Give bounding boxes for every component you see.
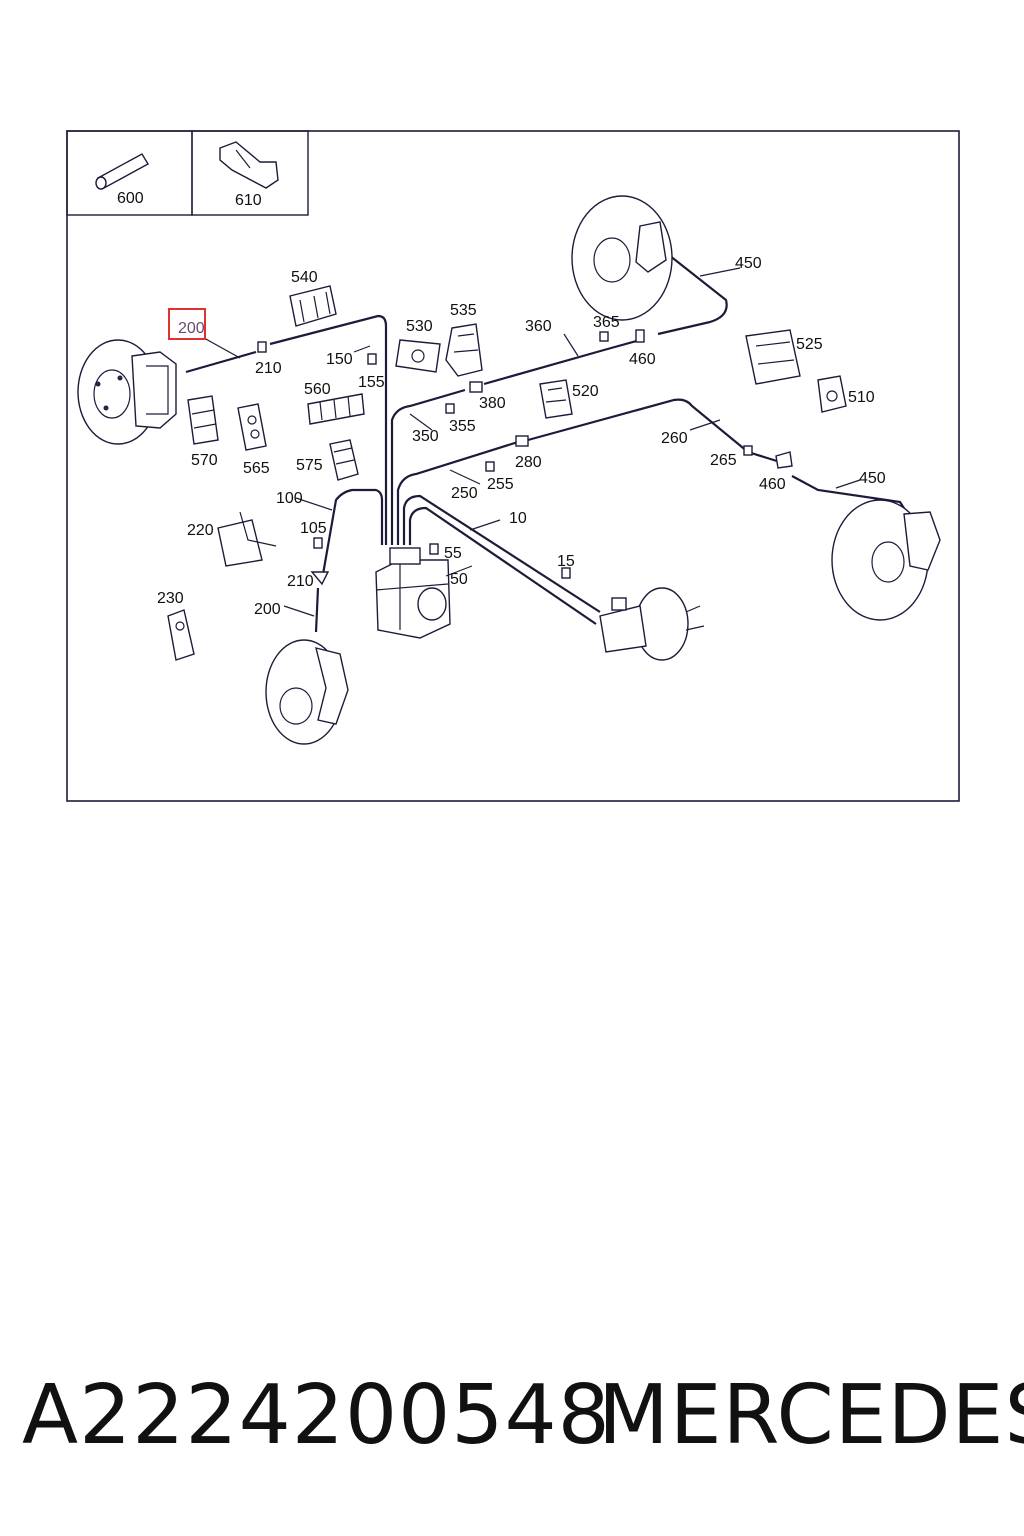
callout-105[interactable]: 105	[300, 520, 327, 537]
callout-460-upper[interactable]: 460	[629, 351, 656, 368]
fittings	[257, 329, 793, 586]
callout-250[interactable]: 250	[451, 485, 478, 502]
callout-210-lower[interactable]: 210	[287, 573, 314, 590]
callout-210[interactable]: 210	[255, 360, 282, 377]
right-rear-brake-disc-lower[interactable]	[831, 499, 941, 621]
right-rear-brake-disc-upper[interactable]	[571, 195, 673, 321]
left-brake-disc-lower[interactable]	[265, 639, 349, 745]
callout-525[interactable]: 525	[796, 336, 823, 353]
holder-535[interactable]	[445, 323, 483, 377]
callout-565[interactable]: 565	[243, 460, 270, 477]
diagram-frame	[66, 130, 960, 802]
callout-50[interactable]: 50	[450, 571, 468, 588]
callout-520[interactable]: 520	[572, 383, 599, 400]
brake-booster-master-cylinder[interactable]	[599, 587, 705, 661]
clip-570[interactable]	[187, 395, 219, 445]
callout-365[interactable]: 365	[593, 314, 620, 331]
holder-520[interactable]	[539, 379, 573, 419]
leader-lines	[203, 267, 861, 617]
holder-510[interactable]	[817, 375, 847, 413]
clip-560[interactable]	[307, 393, 365, 425]
callout-510[interactable]: 510	[848, 389, 875, 406]
sleeve-icon	[95, 153, 149, 190]
clip-icon	[219, 141, 279, 189]
callout-200-highlighted[interactable]: 200	[178, 320, 205, 337]
callout-570[interactable]: 570	[191, 452, 218, 469]
holder-540[interactable]	[289, 285, 337, 327]
callout-200-lower[interactable]: 200	[254, 601, 281, 618]
clip-565[interactable]	[237, 403, 267, 451]
callout-230[interactable]: 230	[157, 590, 184, 607]
callout-155[interactable]: 155	[358, 374, 385, 391]
callout-380[interactable]: 380	[479, 395, 506, 412]
cover-230[interactable]	[167, 609, 195, 661]
callout-460-lower[interactable]: 460	[759, 476, 786, 493]
highlight-box[interactable]	[168, 308, 206, 340]
callout-450-upper[interactable]: 450	[735, 255, 762, 272]
bracket-220[interactable]	[217, 511, 277, 567]
abs-hydraulic-unit[interactable]	[375, 547, 451, 639]
left-front-brake-disc[interactable]	[77, 339, 177, 445]
callout-55[interactable]: 55	[444, 545, 462, 562]
callout-100[interactable]: 100	[276, 490, 303, 507]
callout-530[interactable]: 530	[406, 318, 433, 335]
inset-label-610: 610	[235, 192, 262, 209]
callout-450-lower[interactable]: 450	[859, 470, 886, 487]
brand-name: MERCEDES	[598, 1368, 1024, 1463]
callout-150[interactable]: 150	[326, 351, 353, 368]
callout-265[interactable]: 265	[710, 452, 737, 469]
part-number: A2224200548	[22, 1368, 611, 1463]
callout-535[interactable]: 535	[450, 302, 477, 319]
inset-label-600: 600	[117, 190, 144, 207]
footer: A2224200548 MERCEDES	[0, 1368, 1024, 1478]
callout-255[interactable]: 255	[487, 476, 514, 493]
callout-220[interactable]: 220	[187, 522, 214, 539]
callout-10[interactable]: 10	[509, 510, 527, 527]
callout-15[interactable]: 15	[557, 553, 575, 570]
callout-355[interactable]: 355	[449, 418, 476, 435]
callout-260[interactable]: 260	[661, 430, 688, 447]
callout-540[interactable]: 540	[291, 269, 318, 286]
holder-525[interactable]	[745, 329, 801, 385]
inset-box-610[interactable]	[191, 130, 309, 216]
callout-560[interactable]: 560	[304, 381, 331, 398]
callout-280[interactable]: 280	[515, 454, 542, 471]
callout-575[interactable]: 575	[296, 457, 323, 474]
callout-labels: 540 200 210 150 155 530 535 360 365 460 …	[157, 255, 886, 618]
clip-575[interactable]	[329, 439, 359, 481]
holder-530[interactable]	[395, 339, 441, 373]
callout-360[interactable]: 360	[525, 318, 552, 335]
callout-350[interactable]: 350	[412, 428, 439, 445]
